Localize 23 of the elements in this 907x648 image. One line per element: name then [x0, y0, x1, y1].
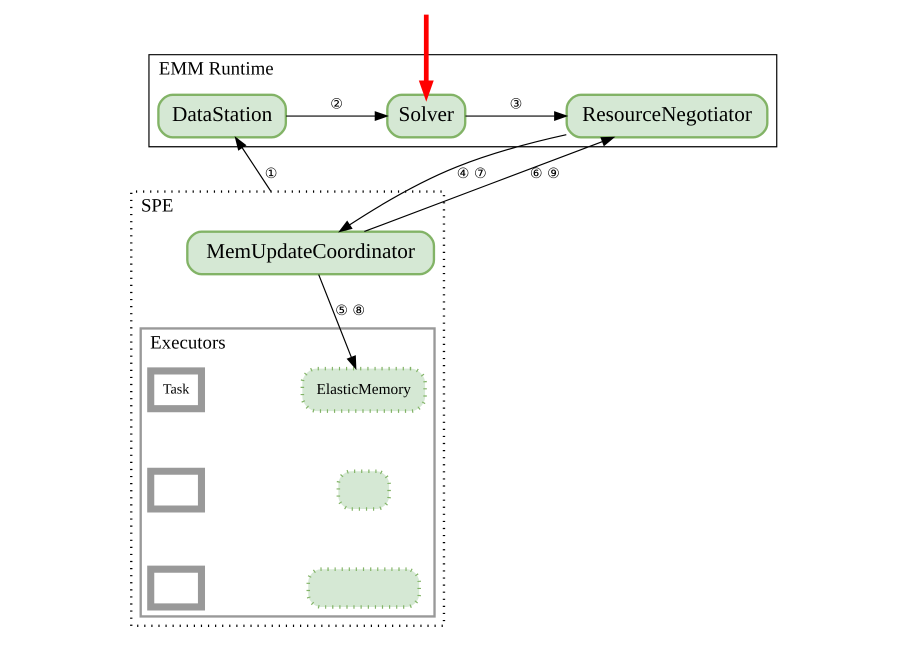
node-box: ElasticMemory: [300, 366, 426, 412]
node-box: [336, 468, 390, 510]
node-box: [146, 467, 204, 512]
arrow: [418, 14, 434, 102]
edge-label: ②: [330, 96, 342, 112]
arrow: [464, 110, 568, 121]
arrow: [234, 136, 272, 192]
node-box: Task: [146, 366, 204, 412]
edge-label: ③: [509, 96, 522, 112]
node-box: ResourceNegotiator: [565, 93, 768, 138]
edge-label: ⑤ ⑧: [334, 302, 365, 319]
arrow: [318, 274, 356, 370]
arrow: [364, 136, 615, 232]
node-box: Solver: [386, 93, 466, 138]
edge-label: ①: [264, 166, 277, 182]
node-box: DataStation: [156, 93, 287, 138]
node-box: [146, 565, 204, 610]
node-box: [306, 566, 420, 608]
edge-label: ⑥ ⑨: [529, 166, 560, 182]
node-box: MemUpdateCoordinator: [186, 230, 435, 275]
edge-label: ④ ⑦: [456, 166, 486, 182]
arrow: [286, 110, 388, 121]
arrow: [338, 134, 566, 232]
